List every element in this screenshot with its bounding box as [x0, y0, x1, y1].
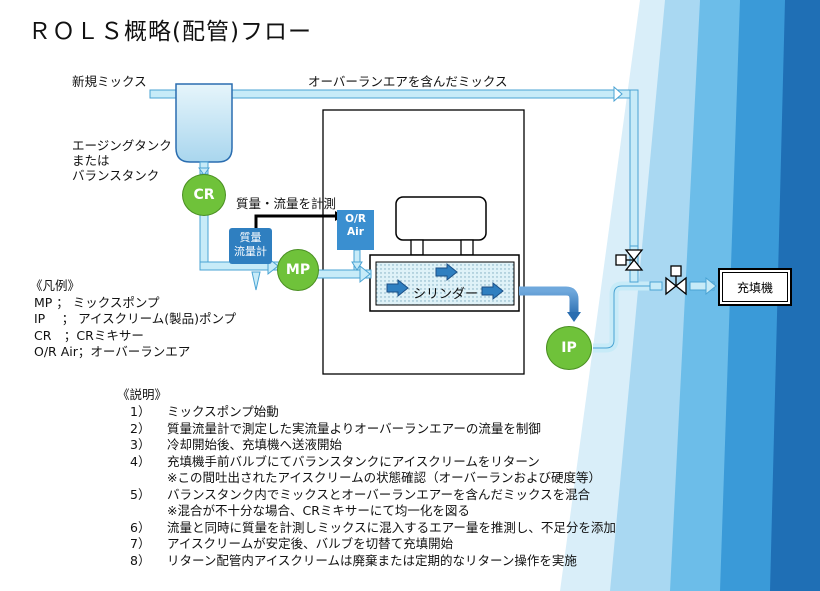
- mass-flow-meter: 質量 流量計: [229, 228, 272, 264]
- item-text: アイスクリームが安定後、バルブを切替て充填開始: [167, 536, 454, 551]
- filler-label: 充填機: [736, 280, 773, 295]
- explanation-list: 1） ミックスポンプ始動 2） 質量流量計で測定した実流量よりオーバーランエアーの流…: [130, 404, 616, 569]
- tank-label-line: バランスタンク: [72, 168, 160, 183]
- item-text: 充填機手前バルブにてバランスタンクにアイスクリームをリターン: [167, 453, 540, 469]
- cylinder-flow-arrows: [386, 262, 504, 301]
- explanation-item: 3） 冷却開始後、充填機へ送液開始: [130, 437, 616, 454]
- cylinder-label: シリンダー: [413, 287, 479, 302]
- item-text: 質量流量計で測定した実流量よりオーバーランエアーの流量を制御: [167, 420, 541, 436]
- legend-heading: 《凡例》: [30, 278, 81, 293]
- cr-mixer-node: CR: [182, 174, 226, 216]
- item-text: ミックスポンプ始動: [167, 404, 279, 419]
- item-number: 4）: [130, 453, 151, 469]
- new-mix-label: 新規ミックス: [72, 74, 147, 89]
- item-text: ※この間吐出されたアイスクリームの状態確認（オーバーランおよび硬度等）: [167, 470, 601, 485]
- icecream-pump-node: IP: [546, 326, 592, 370]
- legend: 《凡例》 MP ； ミックスポンプ IP ； アイスクリーム(製品)ポンプ CR…: [30, 278, 236, 361]
- legend-item: MP ； ミックスポンプ: [34, 294, 160, 310]
- air-line: O/R: [345, 213, 366, 225]
- explanation-heading: 《説明》: [117, 387, 168, 402]
- item-number: 1）: [130, 404, 151, 419]
- motor: [395, 196, 487, 241]
- mass-flow-label: 質量・流量を計測: [236, 196, 337, 211]
- explanation-item: 6） 流量と同時に質量を計測しミックスに混入するエアー量を推測し、不足分を添加: [130, 520, 616, 537]
- item-number: 6）: [130, 519, 151, 535]
- legend-item: IP ； アイスクリーム(製品)ポンプ: [34, 311, 237, 326]
- item-number: 2）: [130, 420, 151, 436]
- item-text: 冷却開始後、充填機へ送液開始: [167, 437, 343, 452]
- item-number: 7）: [130, 536, 151, 551]
- mix-pump-node: MP: [277, 249, 319, 291]
- item-text: 流量と同時に質量を計測しミックスに混入するエアー量を推測し、不足分を添加: [167, 519, 616, 535]
- air-line: Air: [347, 226, 364, 238]
- filler-valve: [665, 265, 687, 296]
- item-number: 5）: [130, 486, 151, 502]
- explanation-item: 4） 充填機手前バルブにてバランスタンクにアイスクリームをリターン: [130, 454, 616, 471]
- balance-tank: [175, 83, 233, 163]
- explanation-note: ※混合が不十分な場合、CRミキサーにて均一化を図る: [130, 503, 616, 520]
- tank-label-line: または: [72, 153, 110, 168]
- flow-meter-line: 質量: [239, 231, 262, 244]
- item-text: ※混合が不十分な場合、CRミキサーにて均一化を図る: [167, 503, 470, 518]
- return-valve: [615, 249, 644, 271]
- item-text: バランスタンク内でミックスとオーバーランエアーを含んだミックスを混合: [167, 486, 591, 502]
- overrun-mix-label: オーバーランエアを含んだミックス: [308, 74, 508, 89]
- legend-item: CR ；CRミキサー: [34, 327, 144, 343]
- page-title: ＲＯＬＳ概略(配管)フロー: [28, 19, 312, 45]
- item-number: 3）: [130, 437, 151, 452]
- overrun-air-box: O/R Air: [337, 210, 374, 250]
- item-number: 8）: [130, 552, 151, 568]
- explanation-item: 1） ミックスポンプ始動: [130, 404, 616, 421]
- filler-machine: 充填機: [718, 268, 792, 306]
- tank-label-line: エージングタンク: [72, 138, 172, 153]
- explanation-item: 2） 質量流量計で測定した実流量よりオーバーランエアーの流量を制御: [130, 421, 616, 438]
- flow-meter-line: 流量計: [234, 245, 267, 258]
- tank-label: エージングタンク または バランスタンク: [72, 138, 172, 183]
- explanation-item: 5） バランスタンク内でミックスとオーバーランエアーを含んだミックスを混合: [130, 487, 616, 504]
- item-text: リターン配管内アイスクリームは廃棄または定期的なリターン操作を実施: [167, 552, 577, 568]
- explanation-item: 7） アイスクリームが安定後、バルブを切替て充填開始: [130, 536, 616, 553]
- legend-item: O/R Air；オーバーランエア: [34, 344, 191, 359]
- explanation-note: ※この間吐出されたアイスクリームの状態確認（オーバーランおよび硬度等）: [130, 470, 616, 487]
- explanation-item: 8） リターン配管内アイスクリームは廃棄または定期的なリターン操作を実施: [130, 553, 616, 570]
